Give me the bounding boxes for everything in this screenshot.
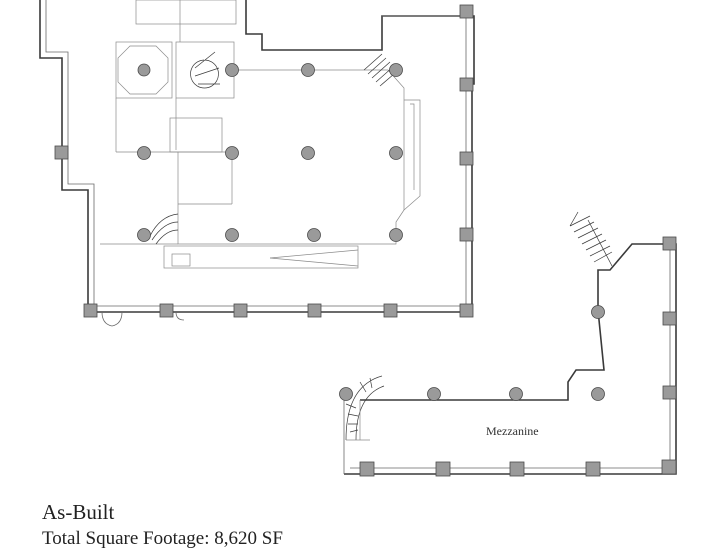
- octagon-room: [115, 41, 173, 99]
- column: [509, 387, 523, 401]
- column: [427, 387, 441, 401]
- column: [137, 63, 151, 77]
- column: [137, 228, 151, 242]
- column: [383, 303, 398, 318]
- central-hall: [177, 69, 405, 245]
- column: [137, 146, 151, 160]
- side-door: [175, 311, 185, 321]
- counter-bar: [163, 245, 359, 269]
- spiral-stair: [190, 51, 220, 89]
- main-floor-columns: [54, 4, 474, 318]
- column: [389, 146, 403, 160]
- column: [662, 236, 677, 251]
- right-corridor: [403, 99, 421, 211]
- plan-title: As-Built: [42, 500, 115, 524]
- small-room: [169, 117, 223, 153]
- column: [225, 63, 239, 77]
- column: [225, 146, 239, 160]
- top-room: [135, 0, 237, 25]
- column: [662, 385, 677, 400]
- column: [459, 4, 474, 19]
- column: [591, 305, 605, 319]
- column: [435, 461, 451, 477]
- mezzanine-level: [339, 211, 677, 477]
- column: [585, 461, 601, 477]
- column: [591, 387, 605, 401]
- mezzanine-curved-stair: [345, 375, 385, 441]
- counter-box: [171, 253, 191, 267]
- column: [307, 228, 321, 242]
- entry-door: [101, 311, 123, 327]
- octagon-shape: [117, 45, 169, 95]
- room-label-mezzanine: Mezzanine: [486, 424, 539, 438]
- main-floor-inner-wall: [45, 0, 467, 307]
- column: [459, 77, 474, 92]
- column: [225, 228, 239, 242]
- column: [54, 145, 69, 160]
- counter-diag: [269, 249, 359, 259]
- counter-diag-2: [269, 257, 359, 267]
- main-floor: [39, 0, 475, 327]
- column: [661, 459, 677, 475]
- column: [159, 303, 174, 318]
- column: [83, 303, 98, 318]
- right-corridor-inner: [410, 103, 415, 190]
- column: [359, 461, 375, 477]
- column: [459, 227, 474, 242]
- curved-stair-main: [149, 213, 179, 245]
- main-floor-outer-wall: [39, 0, 475, 313]
- column: [301, 146, 315, 160]
- column: [389, 228, 403, 242]
- column: [459, 303, 474, 318]
- plan-subtitle: Total Square Footage: 8,620 SF: [42, 528, 283, 549]
- column: [301, 63, 315, 77]
- mezzanine-outer-wall: [344, 243, 677, 475]
- column: [307, 303, 322, 318]
- mezzanine-stair: [569, 211, 613, 267]
- column: [233, 303, 248, 318]
- top-right-stair: [363, 53, 395, 87]
- column: [389, 63, 403, 77]
- column: [662, 311, 677, 326]
- column: [459, 151, 474, 166]
- column: [339, 387, 353, 401]
- column: [509, 461, 525, 477]
